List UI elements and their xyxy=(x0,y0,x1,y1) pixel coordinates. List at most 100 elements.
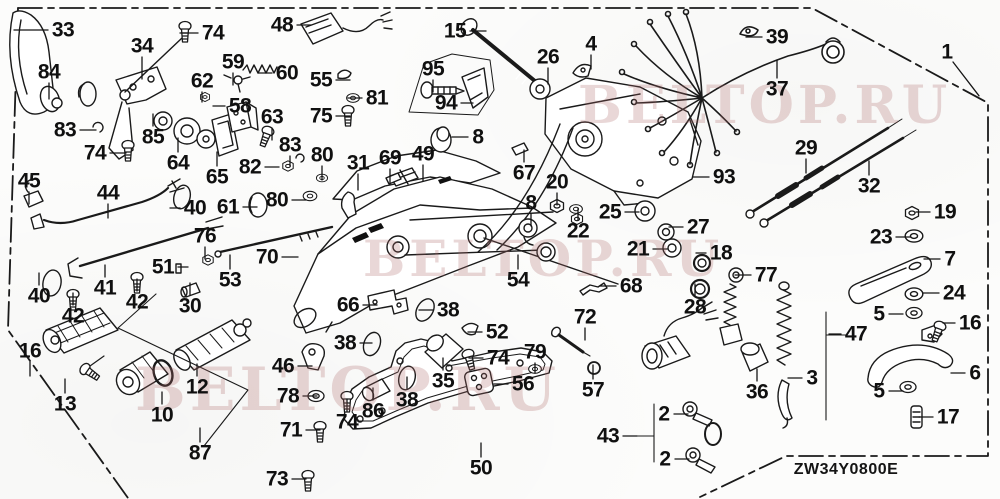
part-label-41: 41 xyxy=(93,276,117,300)
part-label-30: 30 xyxy=(178,294,202,318)
part-label-73: 73 xyxy=(265,467,289,491)
part-label-47: 47 xyxy=(844,322,868,346)
wire-harness-37-drawing xyxy=(618,8,845,169)
part-label-31: 31 xyxy=(346,151,370,175)
part-label-8: 8 xyxy=(525,191,537,215)
part-label-35: 35 xyxy=(431,369,455,393)
part-label-55: 55 xyxy=(309,68,333,92)
part-label-59: 59 xyxy=(221,50,245,74)
part-label-4: 4 xyxy=(585,32,597,56)
part-label-13: 13 xyxy=(53,392,77,416)
part-label-8: 8 xyxy=(472,125,484,149)
part-label-19: 19 xyxy=(933,200,957,224)
part-label-75: 75 xyxy=(309,104,333,128)
part-label-51: 51 xyxy=(151,255,175,279)
part-label-34: 34 xyxy=(130,34,154,58)
part-label-27: 27 xyxy=(686,215,710,239)
part-label-7: 7 xyxy=(944,247,956,271)
part-label-56: 56 xyxy=(511,372,535,396)
part-label-54: 54 xyxy=(506,268,530,292)
part-label-1: 1 xyxy=(941,40,953,64)
part-label-94: 94 xyxy=(434,91,458,115)
part-label-15: 15 xyxy=(443,19,467,43)
shift-bracket-cluster-drawing xyxy=(108,37,352,163)
part-label-80: 80 xyxy=(265,188,289,212)
part-label-24: 24 xyxy=(942,281,966,305)
part-label-17: 17 xyxy=(936,405,960,429)
part-label-65: 65 xyxy=(205,165,229,189)
part-label-62: 62 xyxy=(190,69,214,93)
part-label-85: 85 xyxy=(141,125,165,149)
diagram-code: ZW34Y0800E xyxy=(793,461,899,478)
part-label-23: 23 xyxy=(869,225,893,249)
part-label-52: 52 xyxy=(485,320,509,344)
part-label-70: 70 xyxy=(255,245,279,269)
part-label-16: 16 xyxy=(18,339,42,363)
leader-line-1 xyxy=(952,61,980,97)
leader-lines xyxy=(13,24,980,480)
part-label-20: 20 xyxy=(545,170,569,194)
part-label-12: 12 xyxy=(185,375,209,399)
part-label-93: 93 xyxy=(712,165,736,189)
part-label-10: 10 xyxy=(150,403,174,427)
part-label-29: 29 xyxy=(794,136,818,160)
part-label-5: 5 xyxy=(873,302,885,326)
part-label-95: 95 xyxy=(421,57,445,81)
part-label-42: 42 xyxy=(61,304,85,328)
part-label-81: 81 xyxy=(365,86,389,110)
part-label-68: 68 xyxy=(619,274,643,298)
part-label-18: 18 xyxy=(709,241,733,265)
wire-rod-cluster-drawing xyxy=(23,178,334,298)
part-label-38: 38 xyxy=(436,298,460,322)
part-label-16: 16 xyxy=(958,311,982,335)
part-label-5: 5 xyxy=(873,379,885,403)
part-label-74: 74 xyxy=(486,346,510,370)
part-label-46: 46 xyxy=(271,354,295,378)
part-label-42: 42 xyxy=(125,290,149,314)
grip-internals-drawing xyxy=(42,293,326,447)
part-label-39: 39 xyxy=(765,25,789,49)
part-label-80: 80 xyxy=(310,143,334,167)
part-label-78: 78 xyxy=(276,384,300,408)
part-label-76: 76 xyxy=(193,224,217,248)
part-label-74: 74 xyxy=(335,410,359,434)
part-label-60: 60 xyxy=(275,61,299,85)
throttle-grip-33-drawing xyxy=(9,10,104,133)
main-housing-drawing xyxy=(293,149,619,334)
part-label-6: 6 xyxy=(969,361,981,385)
part-label-48: 48 xyxy=(270,13,294,37)
part-label-45: 45 xyxy=(17,169,41,193)
part-label-50: 50 xyxy=(469,456,493,480)
part-label-38: 38 xyxy=(333,331,357,355)
part-label-61: 61 xyxy=(216,195,240,219)
part-label-69: 69 xyxy=(378,146,402,170)
cables-29-32-drawing xyxy=(745,118,917,228)
part-label-67: 67 xyxy=(512,161,536,185)
part-label-64: 64 xyxy=(166,151,190,175)
part-label-26: 26 xyxy=(536,45,560,69)
part-label-74: 74 xyxy=(201,21,225,45)
part-label-66: 66 xyxy=(336,293,360,317)
part-label-83: 83 xyxy=(53,118,77,142)
part-label-25: 25 xyxy=(598,200,622,224)
part-label-57: 57 xyxy=(581,378,605,402)
part-label-44: 44 xyxy=(96,181,120,205)
part-label-79: 79 xyxy=(523,340,547,364)
part-label-2: 2 xyxy=(658,402,670,426)
lanyard-cluster-drawing xyxy=(719,267,847,429)
tray-50-drawing xyxy=(343,289,601,430)
part-label-58: 58 xyxy=(228,94,252,118)
part-label-33: 33 xyxy=(51,18,75,42)
part-label-87: 87 xyxy=(188,441,212,465)
part-label-77: 77 xyxy=(754,263,778,287)
part-label-37: 37 xyxy=(765,77,789,101)
part-label-63: 63 xyxy=(260,105,284,129)
part-label-22: 22 xyxy=(566,219,590,243)
mount-bracket-93-drawing xyxy=(477,77,702,253)
part-label-53: 53 xyxy=(218,268,242,292)
part-label-32: 32 xyxy=(857,174,881,198)
part-label-71: 71 xyxy=(279,418,303,442)
part-label-36: 36 xyxy=(745,380,769,404)
